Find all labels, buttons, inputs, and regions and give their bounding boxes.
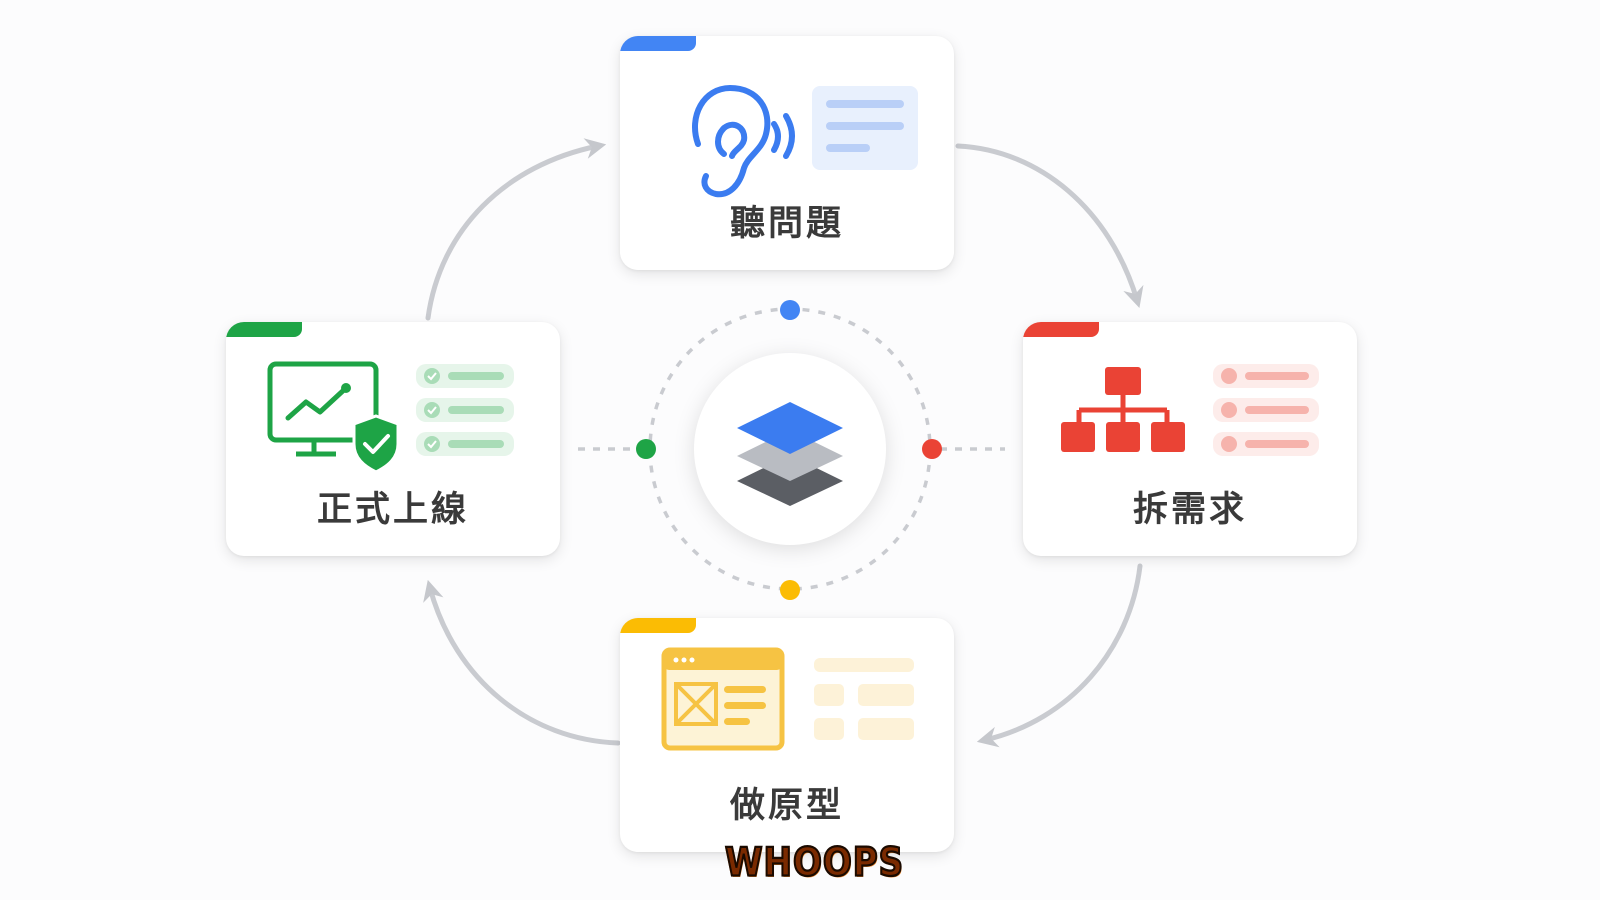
checklist-icon [416, 364, 514, 456]
card-accent-tab [620, 36, 696, 51]
card-label: 拆需求 [1132, 490, 1247, 530]
wireframe-window-icon [661, 647, 785, 751]
card-accent-tab [620, 618, 696, 633]
yellow-node-dot [780, 580, 800, 600]
card-illustration [1061, 364, 1319, 456]
hierarchy-icon [1061, 367, 1185, 452]
blue-node-dot [780, 300, 800, 320]
card-illustration [692, 85, 918, 198]
sound-waves-icon [771, 113, 795, 159]
card-split-requirements[interactable]: 拆需求 [1023, 322, 1357, 556]
notes-panel-icon [812, 86, 918, 170]
whoops-badge: WHOOPS [724, 839, 905, 887]
shield-check-icon [352, 414, 400, 474]
arrow-proto-to-launch [423, 579, 621, 746]
layout-blocks-icon [814, 658, 914, 740]
card-launch[interactable]: 正式上線 [226, 322, 560, 556]
list-rows-icon [1213, 364, 1319, 456]
card-accent-tab [226, 322, 302, 337]
card-prototype[interactable]: 做原型 [620, 618, 954, 852]
card-illustration [661, 647, 914, 751]
red-node-dot [922, 439, 942, 459]
card-label: 做原型 [729, 786, 844, 826]
arrow-launch-to-listen [425, 138, 607, 321]
ear-icon [692, 85, 771, 198]
arrow-listen-to-split [955, 143, 1144, 309]
card-accent-tab [1023, 322, 1099, 337]
card-label: 聽問題 [729, 204, 844, 244]
card-label: 正式上線 [316, 490, 469, 530]
stacked-layers-icon [737, 402, 843, 506]
green-node-dot [636, 439, 656, 459]
monitor-chart-icon [267, 361, 379, 457]
arrow-split-to-proto [976, 563, 1143, 748]
card-illustration [267, 361, 514, 474]
card-listen[interactable]: 聽問題 [620, 36, 954, 270]
